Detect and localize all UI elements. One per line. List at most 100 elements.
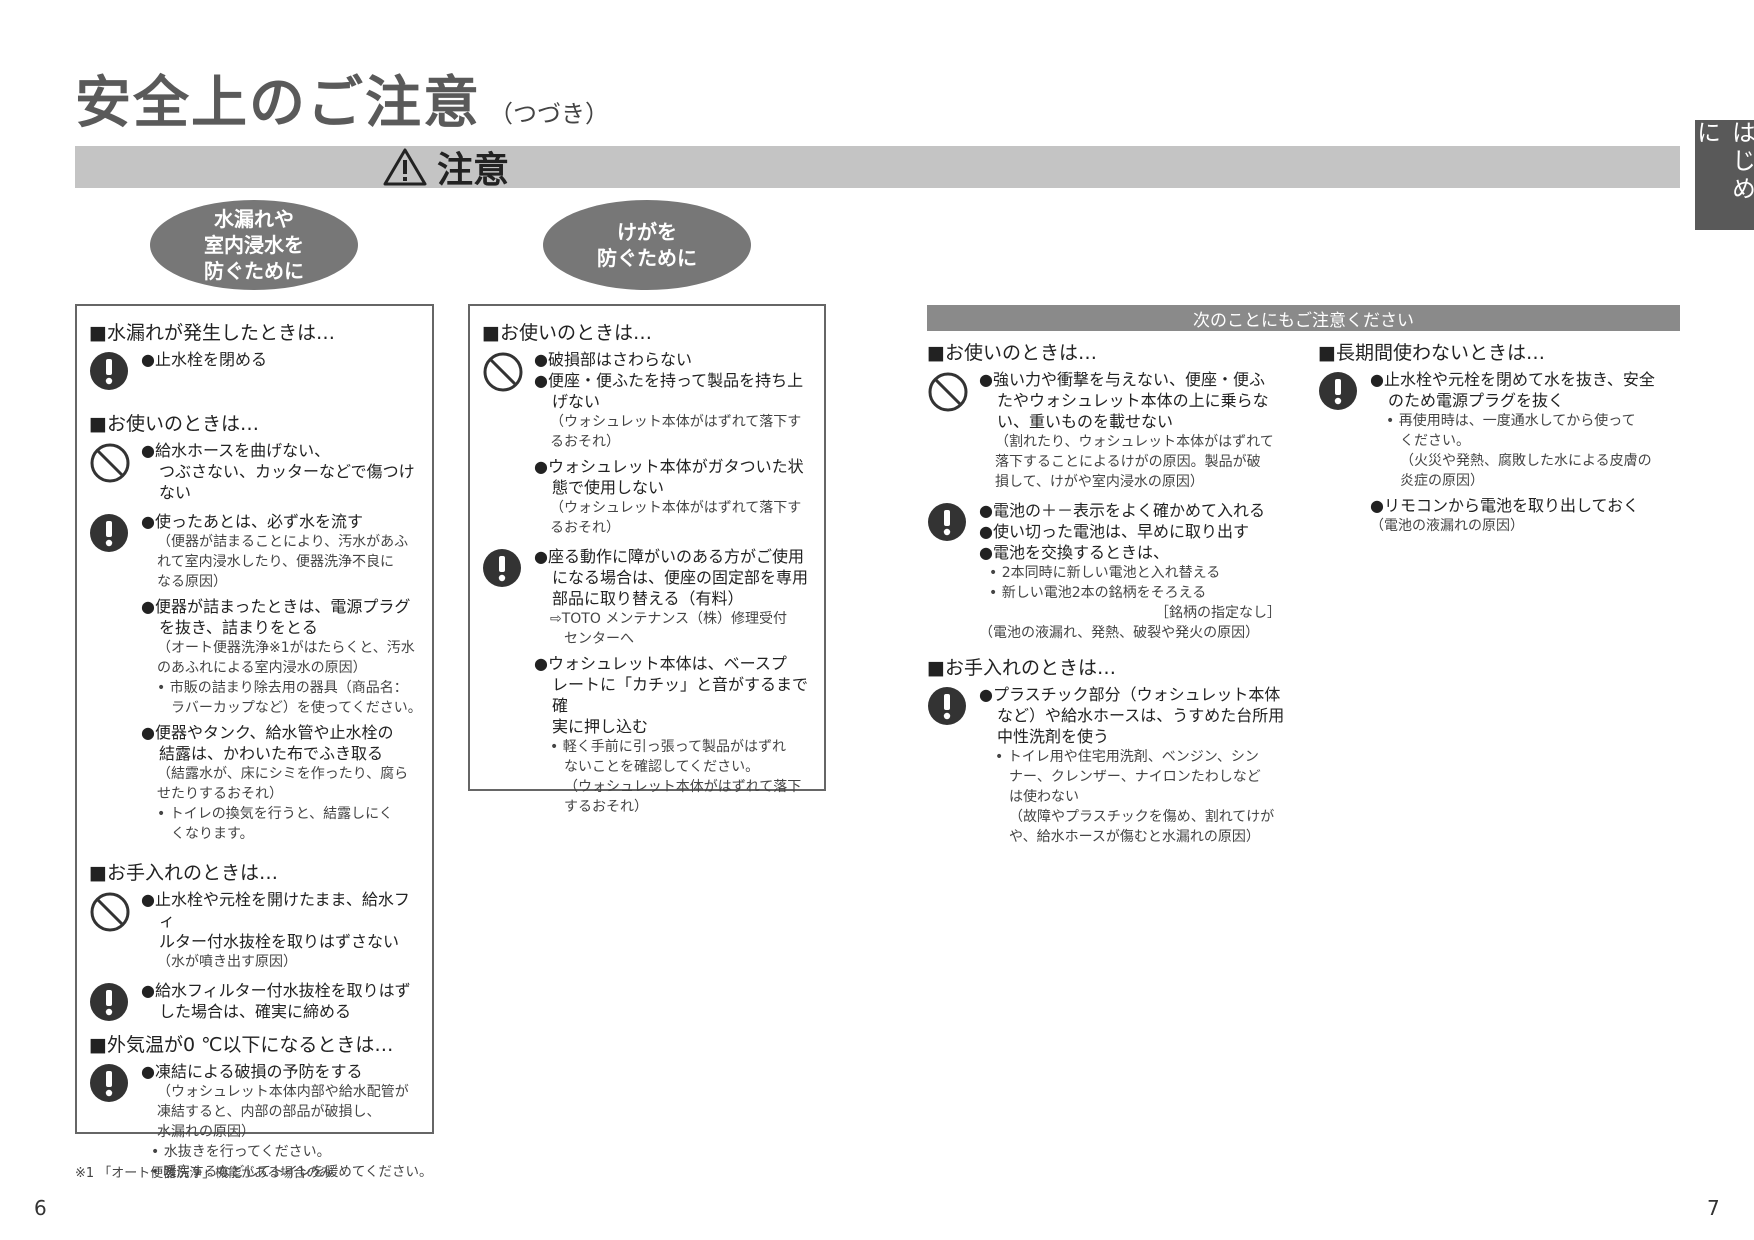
sub-note-text: 炎症の原因） <box>1400 473 1484 489</box>
instruction-text: ●便器やタンク、給水管や止水栓の <box>141 723 394 742</box>
instruction-text: ●プラスチック部分（ウォシュレット本体 <box>979 685 1281 704</box>
note-text: （割れたり、ウォシュレット本体がはずれて <box>995 434 1274 450</box>
instruction-text: ルター付水抜栓を取りはずさない <box>159 932 400 951</box>
instruction-text: 結露は、かわいた布でふき取る <box>159 744 384 763</box>
section-heading: ■お手入れのときは… <box>89 862 278 884</box>
sub-note-text: • 軽く手前に引っ張って製品がはずれ <box>550 739 787 755</box>
instruction-text: ●止水栓や元栓を開けたまま、給水フィ <box>141 890 410 930</box>
sub-note-text: • 新しい電池2本の銘柄をそろえる <box>989 585 1207 601</box>
sub-note-text: • トイレ用や住宅用洗剤、ベンジン、シン <box>995 749 1259 765</box>
page-title: 安全上のご注意 （つづき） <box>75 58 609 139</box>
sub-note-text: • トイレの換気を行うと、結露しにく <box>157 806 393 822</box>
section-heading: ■お使いのときは… <box>89 413 259 435</box>
mandatory-icon <box>90 514 128 552</box>
note-text: れて室内浸水したり、便器洗浄不良に <box>157 554 395 570</box>
instruction-text: ●破損部はさわらない <box>534 350 692 369</box>
section-heading: ■お使いのときは… <box>927 342 1097 364</box>
mandatory-icon <box>90 352 128 390</box>
instruction-text: ●給水フィルター付水抜栓を取りはず <box>141 981 411 1000</box>
additional-notice-bar: 次のことにもご注意ください <box>927 305 1680 331</box>
instruction-text: ●リモコンから電池を取り出しておく <box>1370 496 1640 515</box>
instruction-text: ●凍結による破損の予防をする <box>141 1062 363 1081</box>
instruction-text: ●強い力や衝撃を与えない、便座・便ふ <box>979 370 1265 389</box>
sub-note-text: は使わない <box>1009 789 1079 805</box>
prohibited-icon <box>483 352 523 392</box>
sub-note-text: （ウォシュレット本体がはずれて落下 <box>564 779 802 795</box>
section-heading: ■長期間使わないときは… <box>1318 342 1545 364</box>
note-text: 凍結すると、内部の部品が破損し、 <box>157 1104 381 1120</box>
sub-note-text: ［銘柄の指定なし］ <box>1155 605 1281 621</box>
instruction-text: つぶさない、カッターなどで傷つけない <box>159 462 415 502</box>
prohibited-icon <box>928 372 968 412</box>
page-number-left: 6 <box>34 1196 47 1220</box>
instruction-text: ●電池を交換するときは、 <box>979 543 1169 562</box>
note-text: るおそれ） <box>550 520 620 536</box>
note-text: （ウォシュレット本体がはずれて落下す <box>550 500 802 516</box>
water-leak-box: ■水漏れが発生したときは… ●止水栓を閉める ■お使いのときは… ●給水ホースを… <box>75 304 434 1180</box>
sub-note-text: • 市販の詰まり除去用の器具（商品名： <box>157 680 408 696</box>
category-oval-water-leak: 水漏れや 室内浸水を 防ぐために <box>150 200 358 290</box>
note-text: （ウォシュレット本体がはずれて落下す <box>550 414 802 430</box>
note-text: 落下することによるけがの原因。製品が破 <box>995 454 1261 470</box>
warning-triangle-icon <box>383 148 427 186</box>
page-title-text: 安全上のご注意 <box>75 71 481 136</box>
instruction-text: ●止水栓や元栓を閉めて水を抜き、安全 <box>1370 370 1655 389</box>
note-text: せたりするおそれ） <box>157 786 283 802</box>
instruction-text: ●使ったあとは、必ず水を流す <box>141 512 363 531</box>
list-item: ●給水ホースを曲げない、 つぶさない、カッターなどで傷つけない <box>89 440 422 503</box>
caution-label: 注意 <box>437 150 510 191</box>
list-item: ●座る動作に障がいのある方がご使用 になる場合は、便座の固定部を専用 部品に取り… <box>482 546 814 817</box>
list-item: ●止水栓や元栓を閉めて水を抜き、安全 のため電源プラグを抜く • 再使用時は、一… <box>1318 369 1680 536</box>
instruction-text: たやウォシュレット本体の上に乗らな <box>997 391 1269 410</box>
prohibited-icon <box>90 892 130 932</box>
list-item: ●給水フィルター付水抜栓を取りはず した場合は、確実に締める <box>89 980 422 1022</box>
list-item: ●止水栓を閉める <box>89 349 422 391</box>
instruction-text: を抜き、詰まりをとる <box>159 618 318 637</box>
page-title-suffix: （つづき） <box>489 100 609 128</box>
section-heading: ■外気温が0 ℃以下になるときは… <box>89 1034 394 1056</box>
list-item: ●電池の＋－表示をよく確かめて入れる ●使い切った電池は、早めに取り出す ●電池… <box>927 500 1289 643</box>
instruction-text: になる場合は、便座の固定部を専用 <box>552 568 809 587</box>
note-text: のあふれによる室内浸水の原因） <box>157 660 367 676</box>
mandatory-icon <box>928 503 966 541</box>
note-text: （ウォシュレット本体内部や給水配管が <box>157 1084 409 1100</box>
list-item: ●使ったあとは、必ず水を流す （便器が詰まることにより、汚水があふ れて室内浸水… <box>89 511 422 844</box>
note-text: るおそれ） <box>550 434 620 450</box>
sub-note-text: • 2本同時に新しい電池と入れ替える <box>989 565 1221 581</box>
footnote: ※1 「オート便器洗浄」機能がある場合のみ <box>75 1166 333 1181</box>
instruction-text: レートに「カチッ」と音がするまで確 <box>552 675 809 715</box>
sub-note-text: ナー、クレンザー、ナイロンたわしなど <box>1009 769 1261 785</box>
instruction-text: ●給水ホースを曲げない、 <box>141 441 331 460</box>
note-text: なる原因） <box>157 574 227 590</box>
sub-note-text: するおそれ） <box>564 799 648 815</box>
list-item: ●止水栓や元栓を開けたまま、給水フィ ルター付水抜栓を取りはずさない （水が噴き… <box>89 889 422 972</box>
sub-note-text: ないことを確認してください。 <box>564 759 760 775</box>
instruction-text: ●使い切った電池は、早めに取り出す <box>979 522 1249 541</box>
instruction-text: ●便座・便ふたを持って製品を持ち上 <box>534 371 804 390</box>
instruction-text: ●便器が詰まったときは、電源プラグ <box>141 597 411 616</box>
sub-note-text: • 水抜きを行ってください。 <box>151 1144 331 1160</box>
instruction-text: 態で使用しない <box>552 478 665 497</box>
side-tab-introduction[interactable]: はじめに <box>1693 120 1754 230</box>
mandatory-icon <box>1319 372 1357 410</box>
sub-note-text: ください。 <box>1400 433 1470 449</box>
page-number-right: 7 <box>1707 1196 1720 1220</box>
section-heading: ■水漏れが発生したときは… <box>89 322 335 344</box>
caution-band: 注意 <box>75 146 1680 191</box>
instruction-text: い、重いものを載せない <box>997 412 1174 431</box>
sub-note-text: や、給水ホースが傷むと水漏れの原因） <box>1009 829 1260 845</box>
instruction-text: 実に押し込む <box>552 717 649 736</box>
list-item: ●凍結による破損の予防をする （ウォシュレット本体内部や給水配管が 凍結すると、… <box>89 1061 433 1182</box>
right-column-long-absence: ■長期間使わないときは… ●止水栓や元栓を閉めて水を抜き、安全 のため電源プラグ… <box>1318 334 1680 544</box>
sub-note-text: ラバーカップなど）を使ってください。 <box>171 700 422 716</box>
instruction-text: など）や給水ホースは、うすめた台所用 <box>997 706 1285 725</box>
note-text: （水が噴き出す原因） <box>157 954 297 970</box>
section-heading: ■お手入れのときは… <box>927 657 1116 679</box>
prohibited-icon <box>90 443 130 483</box>
note-text: （便器が詰まることにより、汚水があふ <box>157 534 409 550</box>
category-oval-injury: けがを 防ぐために <box>543 200 751 290</box>
list-item: ●破損部はさわらない ●便座・便ふたを持って製品を持ち上 げない （ウォシュレッ… <box>482 349 814 538</box>
note-text: （電池の液漏れ、発熱、破裂や発火の原因） <box>979 625 1260 641</box>
sub-note-text: • 暖房するなどしてトイレを暖めてください。 <box>151 1164 433 1180</box>
note-text: （電池の液漏れの原因） <box>1370 518 1524 534</box>
